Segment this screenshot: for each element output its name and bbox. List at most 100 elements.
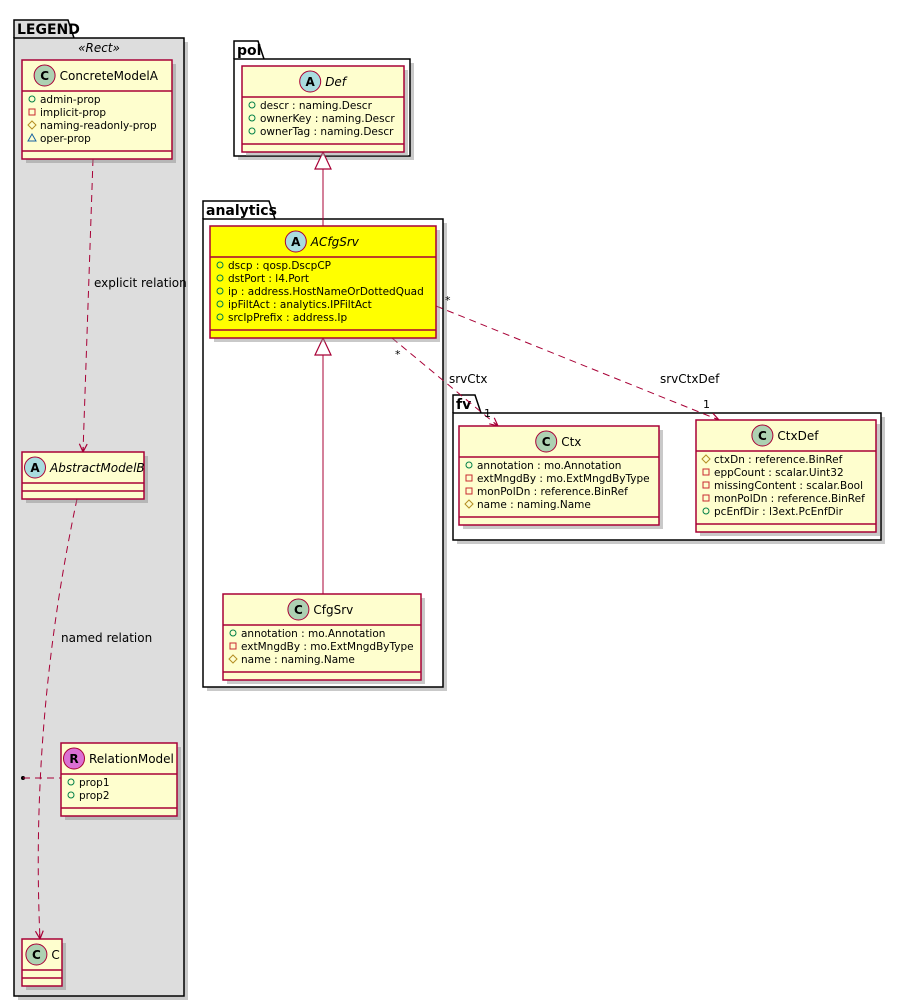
class-attribute: ownerTag : naming.Descr <box>248 126 394 138</box>
attribute-text: extMngdBy : mo.ExtMngdByType <box>241 641 414 653</box>
class-attribute: eppCount : scalar.Uint32 <box>702 467 844 479</box>
class-attribute: srcIpPrefix : address.Ip <box>216 312 348 324</box>
relation-line <box>435 305 720 421</box>
public-visibility-icon <box>216 261 224 269</box>
class-name: Def <box>325 75 348 89</box>
class-attribute: descr : naming.Descr <box>248 100 373 112</box>
public-visibility-icon <box>216 313 224 321</box>
class-name: RelationModel <box>89 752 174 766</box>
class-kind-letter: C <box>294 603 303 617</box>
protected-visibility-icon <box>464 499 474 509</box>
package-legend: LEGEND «Rect» <box>13 19 188 1000</box>
class-attribute: pcEnfDir : l3ext.PcEnfDir <box>702 506 844 518</box>
public-visibility-icon <box>67 778 75 786</box>
relation-label: srvCtxDef <box>660 372 720 386</box>
attribute-text: name : naming.Name <box>477 499 591 511</box>
attribute-text: dstPort : l4.Port <box>228 273 309 285</box>
class-attribute: annotation : mo.Annotation <box>465 460 621 472</box>
private-visibility-icon <box>465 474 473 482</box>
relations-layer <box>21 150 721 941</box>
public-visibility-icon <box>216 300 224 308</box>
private-visibility-icon <box>702 481 710 489</box>
public-visibility-icon <box>216 274 224 282</box>
attribute-text: prop1 <box>79 777 110 789</box>
class-attribute: implicit-prop <box>28 107 106 119</box>
to-multiplicity: 1 <box>703 398 710 411</box>
class-icon <box>33 64 56 87</box>
abstract-class-icon <box>24 456 46 479</box>
package-title: analytics <box>206 203 277 219</box>
public-visibility-icon <box>248 114 256 122</box>
attribute-text: eppCount : scalar.Uint32 <box>714 467 844 479</box>
class-kind-letter: A <box>291 235 301 249</box>
class-box <box>241 65 405 153</box>
class-box <box>458 425 660 526</box>
public-visibility-icon <box>216 287 224 295</box>
class-icon <box>25 943 48 966</box>
attribute-text: missingContent : scalar.Bool <box>714 480 863 492</box>
class-attribute: extMngdBy : mo.ExtMngdByType <box>229 641 414 653</box>
package-body <box>13 37 185 997</box>
class-box <box>209 225 437 339</box>
relation-acfgsrv-inherit[interactable] <box>314 336 332 594</box>
package-tab <box>233 40 265 60</box>
class-attribute: extMngdBy : mo.ExtMngdByType <box>465 473 650 485</box>
public-visibility-icon <box>702 507 710 515</box>
class-icon <box>535 430 558 453</box>
class-attribute: prop2 <box>67 790 110 802</box>
class-attribute: name : naming.Name <box>228 654 355 666</box>
attribute-text: admin-prop <box>40 94 101 106</box>
class-attribute: dscp : qosp.DscpCP <box>216 260 331 272</box>
class-icon <box>751 424 774 447</box>
class-name: ConcreteModelA <box>60 69 159 83</box>
public-visibility-icon <box>28 95 36 103</box>
class-attribute: ipFiltAct : analytics.IPFiltAct <box>216 299 372 311</box>
class-kind-letter: C <box>32 948 41 962</box>
package-tab <box>452 394 482 414</box>
package-title: LEGEND <box>17 22 80 38</box>
attribute-text: srcIpPrefix : address.Ip <box>228 312 348 324</box>
protected-visibility-icon <box>701 454 711 464</box>
attribute-text: name : naming.Name <box>241 654 355 666</box>
class-name: CtxDef <box>777 429 819 443</box>
attribute-text: implicit-prop <box>40 107 106 119</box>
relation-label: named relation <box>61 631 152 645</box>
attribute-text: extMngdBy : mo.ExtMngdByType <box>477 473 650 485</box>
attribute-text: naming-readonly-prop <box>40 120 157 132</box>
class-name: C <box>51 948 59 962</box>
class-kind-letter: C <box>758 429 767 443</box>
class-attribute: dstPort : l4.Port <box>216 273 309 285</box>
from-multiplicity: * <box>445 294 451 307</box>
to-multiplicity: 1 <box>484 407 491 420</box>
relation-label: explicit relation <box>94 276 187 290</box>
private-visibility-icon <box>229 642 237 650</box>
class-attribute: ownerKey : naming.Descr <box>248 113 395 125</box>
public-visibility-icon <box>229 629 237 637</box>
class-name: Ctx <box>561 435 581 449</box>
relation-def-inherit[interactable] <box>314 150 332 226</box>
attribute-text: annotation : mo.Annotation <box>241 628 385 640</box>
attribute-text: dscp : qosp.DscpCP <box>228 260 331 272</box>
class-icon <box>287 598 310 621</box>
from-multiplicity: * <box>395 348 401 361</box>
class-attribute: ip : address.HostNameOrDottedQuad <box>216 286 424 298</box>
class-attribute: monPolDn : reference.BinRef <box>702 493 865 505</box>
package-stereotype: «Rect» <box>78 41 120 55</box>
attribute-text: pcEnfDir : l3ext.PcEnfDir <box>714 506 844 518</box>
package-title: fv <box>456 397 471 413</box>
class-kind-letter: R <box>69 752 78 766</box>
private-visibility-icon <box>28 108 36 116</box>
class-attribute: prop1 <box>67 777 110 789</box>
class-attribute: admin-prop <box>28 94 101 106</box>
public-visibility-icon <box>248 127 256 135</box>
protected-visibility-icon <box>228 654 238 664</box>
